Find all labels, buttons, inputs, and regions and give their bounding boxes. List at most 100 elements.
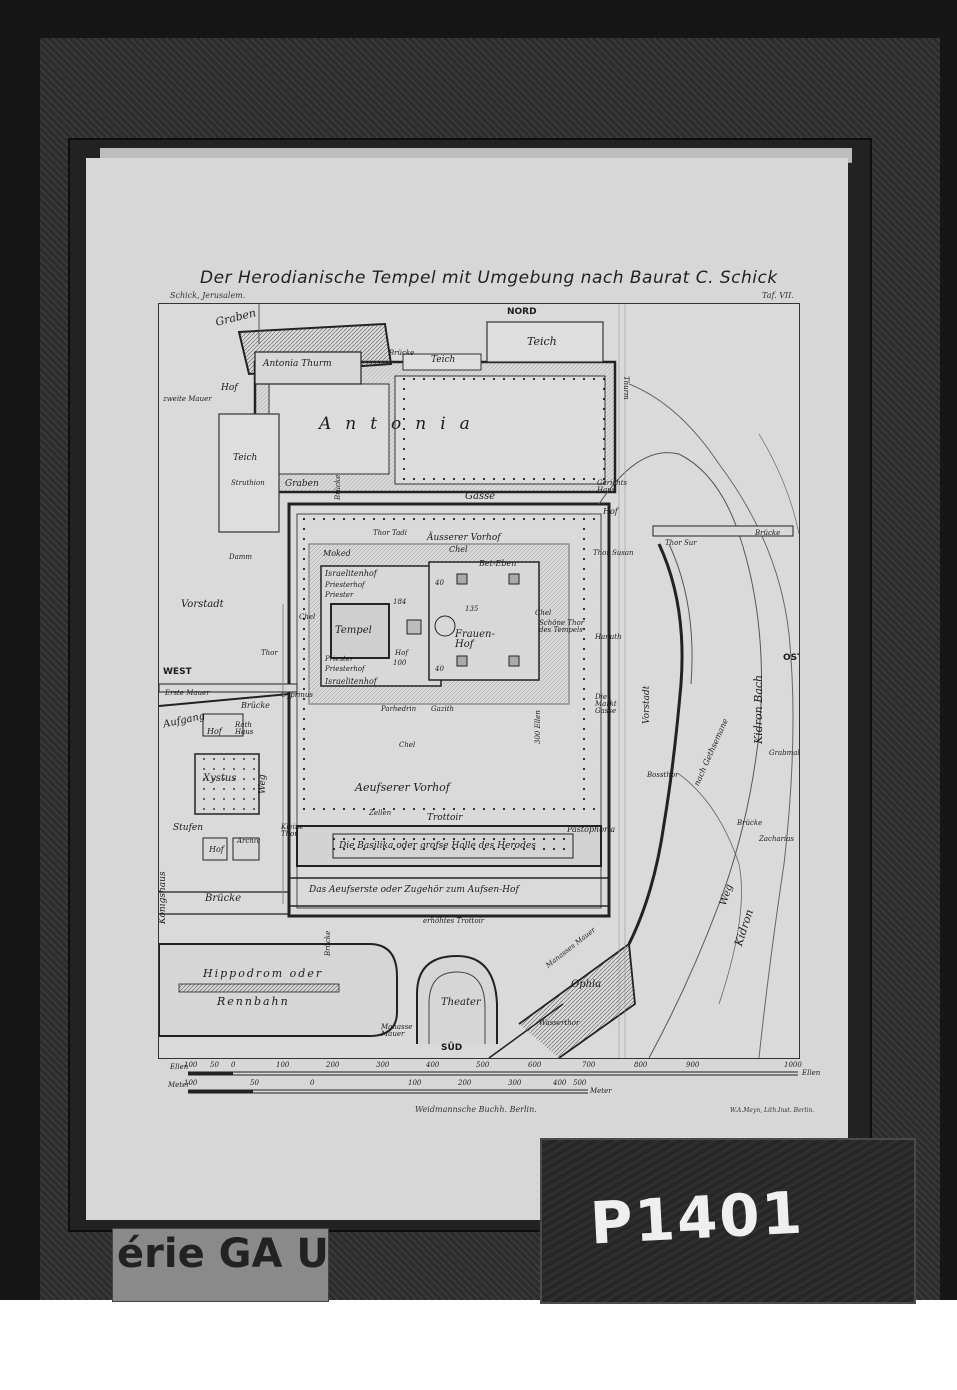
label-basilika: Die Basilika oder grofse Halle des Herod…: [339, 841, 536, 851]
label-gazith: Gazith: [431, 705, 455, 713]
compass-west: WEST: [163, 667, 192, 677]
label-num-184: 184: [393, 598, 407, 606]
scale-bar: Ellen Meter Ellen Meter 100 50 0 100 200…: [158, 1061, 820, 1098]
label-vorstadt-right: Vorstadt: [642, 685, 652, 724]
label-grabmal: Grabmal: [769, 749, 800, 757]
colonnade-west: [297, 514, 311, 814]
east-bridge: [652, 525, 794, 537]
label-xystus: Xystus: [203, 773, 237, 784]
scale-meter-tick-2: 0: [310, 1079, 315, 1087]
scale-ellen-tick-11: 900: [686, 1061, 700, 1069]
scale-ellen-tick-10: 800: [634, 1061, 648, 1069]
pool-north: [486, 321, 604, 363]
scale-ellen-tick-9: 700: [582, 1061, 596, 1069]
label-num-135: 135: [465, 605, 479, 613]
label-schoene-thor: Schöne Thor des Tempels: [539, 619, 585, 634]
label-hippodrom: Hippodrom oder: [203, 967, 324, 980]
label-hof-lower-left: Hof: [209, 845, 224, 854]
compass-east: OST: [783, 653, 799, 663]
label-bruecke-lower-vertical: Brücke: [324, 930, 332, 956]
label-ophla: Ophla: [571, 979, 602, 990]
label-ellen-300: 300 Ellen: [534, 710, 542, 744]
catalog-label: P1401: [540, 1138, 916, 1304]
label-chel-bottom: Chel: [399, 741, 416, 749]
label-bosnthor: Bossthor: [647, 771, 679, 779]
label-archiv: Archiv: [237, 837, 261, 845]
publisher-credit: Weidmannsche Buchh. Berlin.: [415, 1105, 537, 1114]
label-thor: Thor: [261, 649, 278, 657]
kidron-valley: [598, 452, 762, 1058]
label-theater: Theater: [441, 997, 481, 1008]
compass-south: SÜD: [441, 1043, 463, 1053]
label-hof-rathhaus: Hof: [207, 727, 222, 736]
scale-ellen-tick-5: 300: [376, 1061, 390, 1069]
label-trottoir: Trottoir: [427, 813, 463, 823]
label-moked: Moked: [323, 549, 351, 558]
plate-author: Schick, Jerusalem.: [170, 291, 246, 300]
label-wasserthor: Wasserthor: [539, 1019, 580, 1027]
label-die-markt-gasse: Die Markt Gasse: [595, 693, 617, 715]
label-thor-susan: Thor Susan: [593, 549, 634, 557]
ophla-wall: [518, 942, 636, 1058]
label-teich-mid: Teich: [431, 355, 456, 365]
label-teich-top: Teich: [527, 335, 557, 348]
label-kidron-bach: Kidron Bach: [752, 674, 765, 744]
label-chel-top: Chel: [449, 545, 468, 554]
label-pastophoria: Pastophoria: [567, 825, 616, 834]
scale-ellen-tick-6: 400: [426, 1061, 440, 1069]
scale-meter-tick-7: 500: [573, 1079, 587, 1087]
label-bruecke-right: Brücke: [755, 529, 781, 537]
label-israelitenhof-top: Israelitenhof: [325, 569, 377, 578]
label-rennbahn: Rennbahn: [217, 995, 290, 1008]
scale-meter-tick-0: 100: [184, 1079, 198, 1087]
label-erste-mauer: Erste Mauer: [165, 689, 210, 697]
label-bet-eben: Bet-Eben: [479, 559, 517, 568]
label-hanuth: Hanuth: [595, 633, 622, 641]
label-aeusserste: Das Aeufserste oder Zugehör zum Aufsen-H…: [309, 885, 519, 895]
east-city-wall: [627, 543, 684, 945]
label-num-100: 100: [393, 659, 407, 667]
label-antonia: Antonia: [319, 414, 484, 434]
label-frauen-hof: Frauen-Hof: [455, 629, 495, 650]
scale-meter-tick-5: 300: [508, 1079, 522, 1087]
spine-text: érie GA U: [117, 1231, 329, 1277]
scale-ellen-label: Ellen: [170, 1063, 189, 1071]
label-weg: Weg: [258, 774, 268, 794]
plate-number: Taf. VII.: [762, 291, 794, 300]
scale-meter-tick-4: 200: [458, 1079, 472, 1087]
label-antonia-thurm: Antonia Thurm: [263, 359, 332, 369]
scale-ellen-tick-8: 600: [528, 1061, 542, 1069]
label-parhedrin: Parhedrin: [381, 705, 417, 713]
colonnade-north: [297, 514, 601, 528]
scale-ellen-tick-2: 0: [231, 1061, 236, 1069]
label-priester: Priester: [325, 591, 354, 599]
colonnade-south: [297, 804, 601, 818]
label-hof-left: Hof: [221, 383, 238, 393]
label-priester-lower: Priester: [325, 655, 354, 663]
label-hof-inner: Hof: [395, 649, 408, 657]
label-aeusserer-vorhof: Aeufserer Vorhof: [355, 781, 450, 794]
scale-ellen-tick-1: 50: [210, 1061, 219, 1069]
label-vorstadt-left: Vorstadt: [181, 599, 224, 610]
scale-ellen-tick-7: 500: [476, 1061, 490, 1069]
label-gerichtshaus: Gerichts Haus: [597, 479, 628, 494]
theater: [416, 954, 498, 1044]
label-struthion: Struthion: [231, 479, 265, 487]
label-bruecke-bottom-right: Brücke: [737, 819, 763, 827]
scale-ellen-tick-0: 100: [184, 1061, 198, 1069]
label-thor-tadi: Thor Tadi: [373, 529, 407, 537]
temple-mount-wall: [287, 502, 611, 918]
book-spine-label: érie GA U: [112, 1228, 329, 1302]
scale-meter-tick-1: 50: [250, 1079, 259, 1087]
colonnade-east: [579, 514, 593, 814]
label-rath-haus: Rath Haus: [235, 721, 254, 736]
label-zelten: Zellen: [369, 809, 392, 817]
printer-credit: W.A.Meyn, Lith.Inst. Berlin.: [730, 1107, 815, 1114]
scale-meter-label: Meter: [168, 1081, 190, 1089]
label-kleine-thor: Kleine Thor: [281, 823, 304, 838]
scale-meter-end: Meter: [590, 1087, 612, 1095]
scale-ellen-tick-12: 1000: [784, 1061, 802, 1069]
label-zweite-mauer: zweite Mauer: [163, 395, 212, 403]
catalog-number: P1401: [588, 1178, 806, 1258]
label-graben-mid: Graben: [285, 479, 319, 489]
